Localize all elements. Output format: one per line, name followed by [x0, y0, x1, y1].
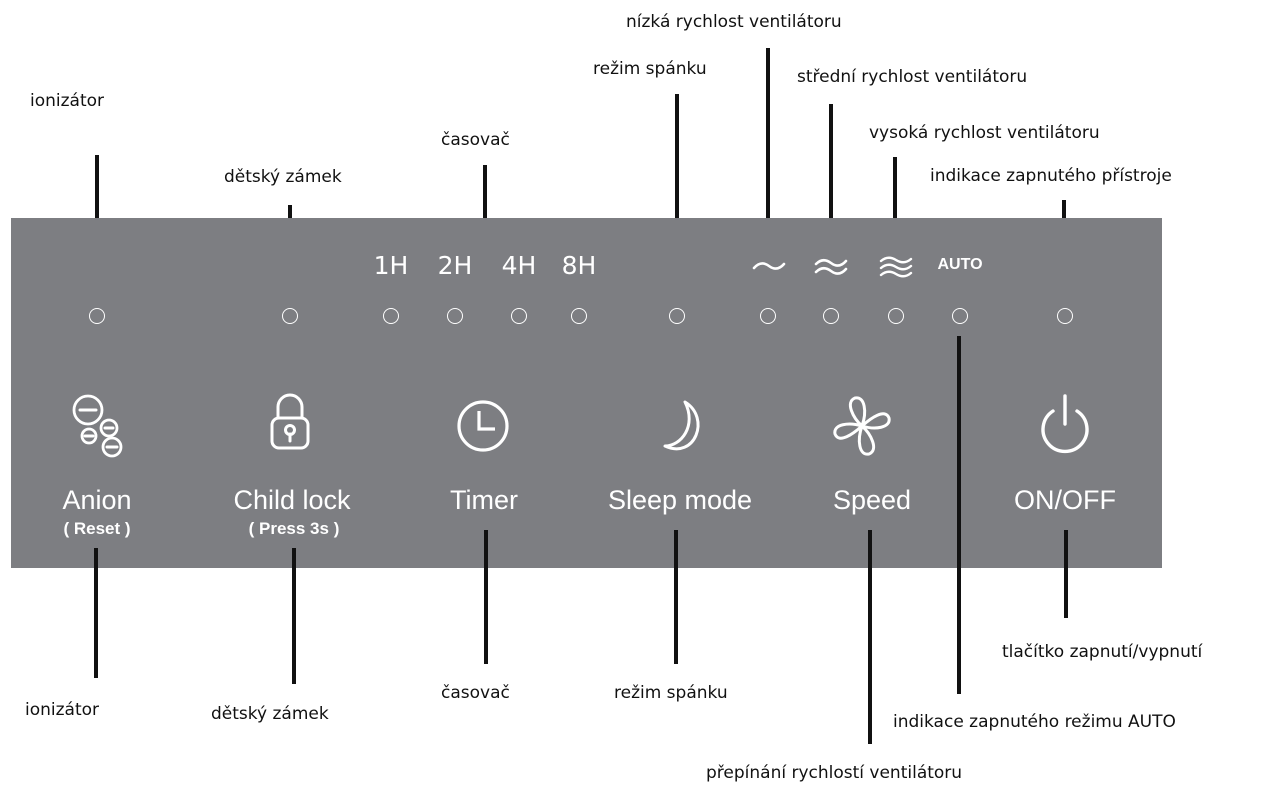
callout-line-sleep-top — [675, 94, 679, 288]
callout-sleep-bottom: režim spánku — [614, 683, 728, 703]
anion-button-sublabel: ( Reset ) — [63, 519, 131, 538]
led-timer-8h — [571, 308, 587, 324]
led-timer-1h — [383, 308, 399, 324]
speed-button-label[interactable]: Speed — [832, 485, 912, 515]
onoff-button-label[interactable]: ON/OFF — [1014, 485, 1116, 515]
moon-icon[interactable] — [645, 388, 715, 458]
fan-low-wave-icon — [752, 262, 786, 270]
callout-fan-mid-top: střední rychlost ventilátoru — [797, 67, 1028, 87]
timer-button-label[interactable]: Timer — [450, 485, 518, 515]
led-child-lock — [282, 308, 298, 324]
timer-label-4h: 4H — [501, 251, 537, 280]
callout-auto-indicator-bottom: indikace zapnutého režimu AUTO — [893, 712, 1176, 732]
led-power — [1057, 308, 1073, 324]
callout-power-button-bottom: tlačítko zapnutí/vypnutí — [1002, 642, 1203, 662]
led-fan-high — [888, 308, 904, 324]
led-auto — [952, 308, 968, 324]
power-icon[interactable] — [1030, 388, 1100, 458]
anion-icon[interactable] — [66, 388, 136, 458]
callout-line-timer-bottom — [484, 530, 488, 664]
timer-label-2h: 2H — [437, 251, 473, 280]
callout-line-speed-bottom — [868, 530, 872, 744]
padlock-icon[interactable] — [265, 388, 315, 458]
callout-fan-low-top: nízká rychlost ventilátoru — [626, 12, 842, 32]
callout-line-fan-low-top — [766, 48, 770, 288]
fan-high-wave-icon — [879, 256, 913, 278]
callout-line-sleep-bottom — [674, 530, 678, 664]
child-lock-button-label[interactable]: Child lock — [233, 485, 351, 515]
sleep-button-label[interactable]: Sleep mode — [607, 485, 753, 515]
callout-speed-switch-bottom: přepínání rychlostí ventilátoru — [706, 763, 963, 783]
led-timer-4h — [511, 308, 527, 324]
anion-button-label[interactable]: Anion — [62, 485, 132, 515]
callout-timer-top: časovač — [441, 130, 510, 150]
led-timer-2h — [447, 308, 463, 324]
led-fan-mid — [823, 308, 839, 324]
fan-mid-wave-icon — [814, 258, 848, 275]
fan-icon[interactable] — [827, 388, 897, 458]
callout-power-indicator-top: indikace zapnutého přístroje — [930, 166, 1172, 186]
callout-child-lock-bottom: dětský zámek — [211, 704, 329, 724]
callout-line-child-lock-bottom — [292, 548, 296, 684]
led-anion — [89, 308, 105, 324]
timer-label-8h: 8H — [561, 251, 597, 280]
control-panel — [11, 218, 1162, 568]
clock-icon[interactable] — [448, 388, 518, 458]
callout-child-lock-top: dětský zámek — [224, 167, 342, 187]
child-lock-button-sublabel: ( Press 3s ) — [248, 519, 340, 538]
led-fan-low — [760, 308, 776, 324]
callout-fan-high-top: vysoká rychlost ventilátoru — [869, 123, 1100, 143]
callout-line-timer-top — [483, 165, 487, 247]
callout-line-power-bottom — [1064, 530, 1068, 618]
callout-line-fan-mid-top — [829, 104, 833, 288]
callout-ionizer-bottom: ionizátor — [25, 700, 100, 720]
timer-label-1h: 1H — [373, 251, 409, 280]
callout-timer-bottom: časovač — [441, 683, 510, 703]
callout-ionizer-top: ionizátor — [30, 91, 105, 111]
callout-sleep-top: režim spánku — [593, 59, 707, 79]
callout-line-ionizer-bottom — [94, 548, 98, 678]
callout-line-auto-bottom — [957, 336, 961, 694]
led-sleep — [669, 308, 685, 324]
auto-label: AUTO — [937, 256, 983, 273]
